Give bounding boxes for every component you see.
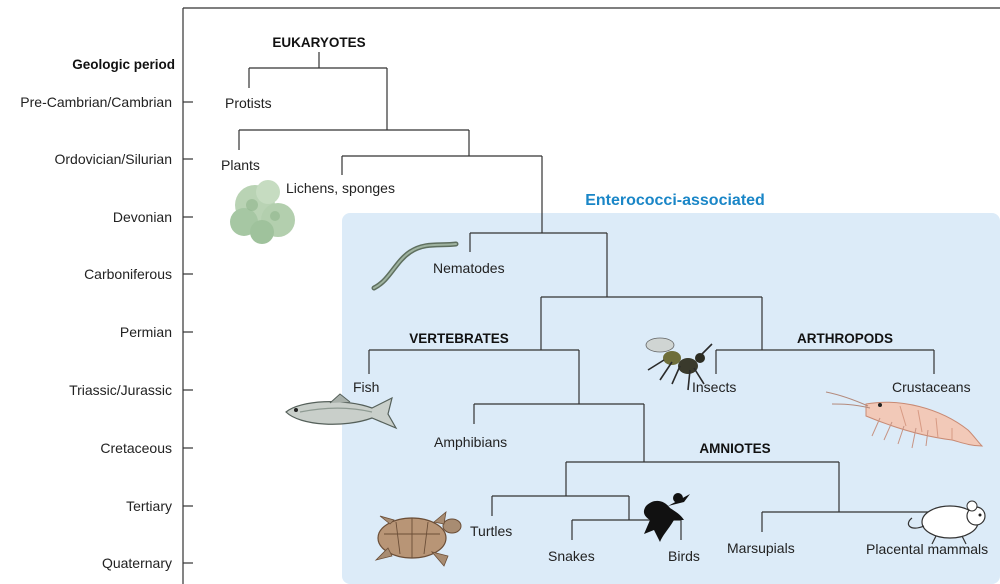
period-label: Ordovician/Silurian [55, 151, 173, 167]
period-label: Carboniferous [84, 266, 172, 282]
period-label: Quaternary [102, 555, 172, 571]
axis-ticks [183, 102, 193, 563]
taxon-label-snakes: Snakes [548, 548, 595, 564]
clade-label-amniotes: AMNIOTES [699, 441, 770, 456]
taxon-label-marsupials: Marsupials [727, 540, 795, 556]
clade-label-arthropods: ARTHROPODS [797, 331, 893, 346]
clade-label-eukaryotes: EUKARYOTES [272, 35, 365, 50]
period-label: Cretaceous [100, 440, 172, 456]
taxon-label-protists: Protists [225, 95, 272, 111]
period-label: Tertiary [126, 498, 172, 514]
period-label: Pre-Cambrian/Cambrian [20, 94, 172, 110]
taxon-label-turtles: Turtles [470, 523, 512, 539]
axis-header: Geologic period [72, 57, 175, 72]
taxon-label-insects: Insects [692, 379, 736, 395]
period-label: Devonian [113, 209, 172, 225]
region-label: Enterococci-associated [585, 192, 765, 209]
taxon-label-birds: Birds [668, 548, 700, 564]
taxon-label-fish: Fish [353, 379, 379, 395]
taxon-label-amphibians: Amphibians [434, 434, 507, 450]
taxon-label-nematodes: Nematodes [433, 260, 505, 276]
taxon-label-placental: Placental mammals [866, 541, 988, 557]
taxon-label-crustaceans: Crustaceans [892, 379, 971, 395]
period-label: Permian [120, 324, 172, 340]
clade-label-vertebrates: VERTEBRATES [409, 331, 509, 346]
taxon-label-plants: Plants [221, 157, 260, 173]
period-label: Triassic/Jurassic [69, 382, 172, 398]
taxon-label-lichens: Lichens, sponges [286, 180, 395, 196]
